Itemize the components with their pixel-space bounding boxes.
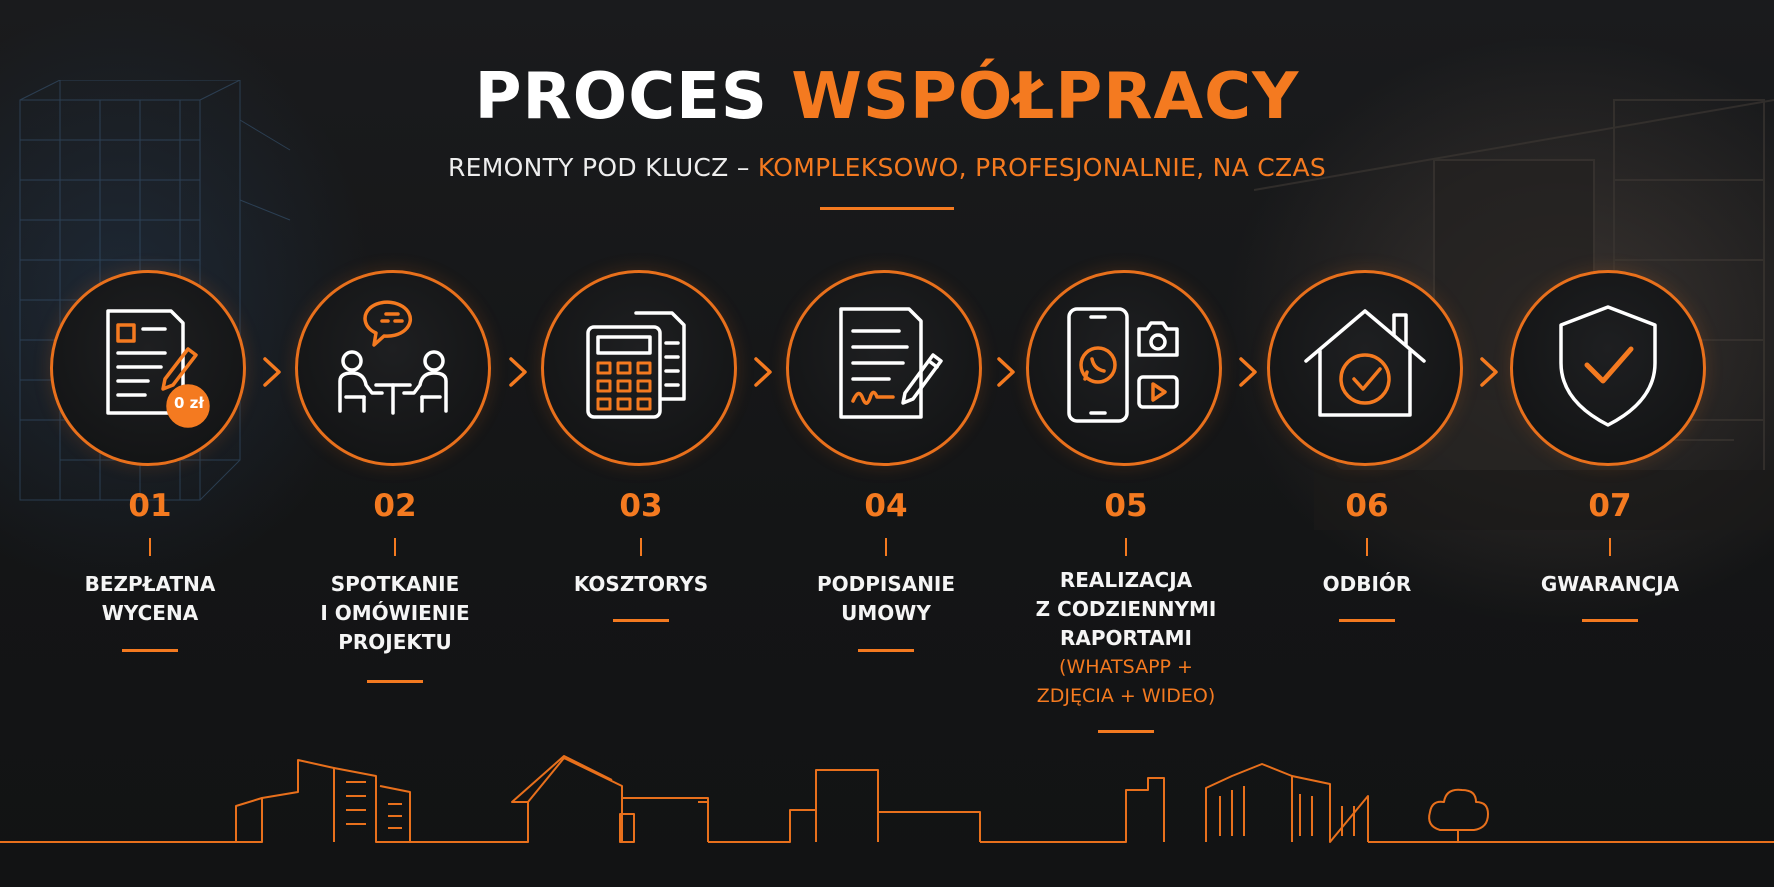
step-label-line: REALIZACJA bbox=[1059, 568, 1193, 592]
step-label: GWARANCJA bbox=[1490, 570, 1730, 599]
subtitle-part-orange: KOMPLEKSOWO, PROFESJONALNIE, NA CZAS bbox=[757, 153, 1327, 182]
step-label-line: UMOWY bbox=[841, 601, 931, 625]
step-label-line: ODBIÓR bbox=[1322, 572, 1412, 596]
step-label-line: PROJEKTU bbox=[338, 630, 452, 654]
step-circle bbox=[1267, 270, 1463, 466]
shield-check-icon bbox=[1559, 305, 1657, 427]
step-circle bbox=[541, 270, 737, 466]
step-number: 07 bbox=[1588, 488, 1632, 524]
step-label-note: (WHATSAPP + bbox=[1059, 656, 1193, 678]
step-label-line: RAPORTAMI bbox=[1060, 626, 1192, 650]
step-underline bbox=[858, 649, 914, 652]
step-label: ODBIÓR bbox=[1247, 570, 1487, 599]
step-label-line: Z CODZIENNYMI bbox=[1035, 597, 1217, 621]
step-label: PODPISANIE UMOWY bbox=[766, 570, 1006, 628]
step-label-note: ZDJĘCIA + WIDEO) bbox=[1036, 685, 1216, 707]
step-tick bbox=[640, 538, 642, 556]
step-label-line: GWARANCJA bbox=[1540, 572, 1680, 596]
step-underline bbox=[367, 680, 423, 683]
step-tick bbox=[149, 538, 151, 556]
step-underline bbox=[1098, 730, 1154, 733]
document-quote-icon bbox=[106, 309, 210, 428]
step-number: 03 bbox=[619, 488, 663, 524]
step-label: BEZPŁATNA WYCENA bbox=[30, 570, 270, 628]
step-number: 01 bbox=[128, 488, 172, 524]
chevron-right-icon bbox=[1480, 357, 1498, 387]
step-underline bbox=[613, 619, 669, 622]
step-label: KOSZTORYS bbox=[521, 570, 761, 599]
step-tick bbox=[1366, 538, 1368, 556]
page-title: PROCES WSPÓŁPRACY bbox=[0, 60, 1774, 134]
step-label: SPOTKANIE I OMÓWIENIE PROJEKTU bbox=[275, 570, 515, 657]
title-part-white: PROCES bbox=[474, 60, 792, 134]
step-tick bbox=[885, 538, 887, 556]
chevron-right-icon bbox=[509, 357, 527, 387]
free-badge-text: 0 zł bbox=[174, 394, 204, 412]
calculator-icon bbox=[586, 311, 686, 419]
step-circle bbox=[1026, 270, 1222, 466]
phone-report-icon bbox=[1067, 307, 1179, 423]
step-tick bbox=[394, 538, 396, 556]
house-check-icon bbox=[1304, 309, 1426, 417]
step-number: 05 bbox=[1104, 488, 1148, 524]
step-tick bbox=[1125, 538, 1127, 556]
step-underline bbox=[1582, 619, 1638, 622]
step-number: 06 bbox=[1345, 488, 1389, 524]
step-label-line: WYCENA bbox=[101, 601, 199, 625]
step-label-line: PODPISANIE bbox=[816, 572, 956, 596]
meeting-icon bbox=[338, 300, 448, 415]
step-circle bbox=[786, 270, 982, 466]
contract-sign-icon bbox=[839, 307, 943, 419]
step-circle bbox=[1510, 270, 1706, 466]
step-number: 02 bbox=[373, 488, 417, 524]
step-circle: 0 zł bbox=[50, 270, 246, 466]
page-subtitle: REMONTY POD KLUCZ – KOMPLEKSOWO, PROFESJ… bbox=[0, 153, 1774, 182]
step-label-line: KOSZTORYS bbox=[573, 572, 709, 596]
step-number: 04 bbox=[864, 488, 908, 524]
step-label-line: SPOTKANIE bbox=[330, 572, 460, 596]
chevron-right-icon bbox=[754, 357, 772, 387]
chevron-right-icon bbox=[997, 357, 1015, 387]
step-label: REALIZACJA Z CODZIENNYMI RAPORTAMI (WHAT… bbox=[1006, 566, 1246, 711]
title-part-orange: WSPÓŁPRACY bbox=[791, 60, 1300, 134]
step-label-line: BEZPŁATNA bbox=[84, 572, 216, 596]
chevron-right-icon bbox=[1239, 357, 1257, 387]
subtitle-part-white: REMONTY POD KLUCZ – bbox=[447, 153, 758, 182]
chevron-right-icon bbox=[263, 357, 281, 387]
city-skyline-outline bbox=[0, 755, 1774, 843]
step-underline bbox=[1339, 619, 1395, 622]
step-tick bbox=[1609, 538, 1611, 556]
step-label-line: I OMÓWIENIE bbox=[320, 601, 470, 625]
step-underline bbox=[122, 649, 178, 652]
step-circle bbox=[295, 270, 491, 466]
title-underline bbox=[820, 207, 954, 210]
